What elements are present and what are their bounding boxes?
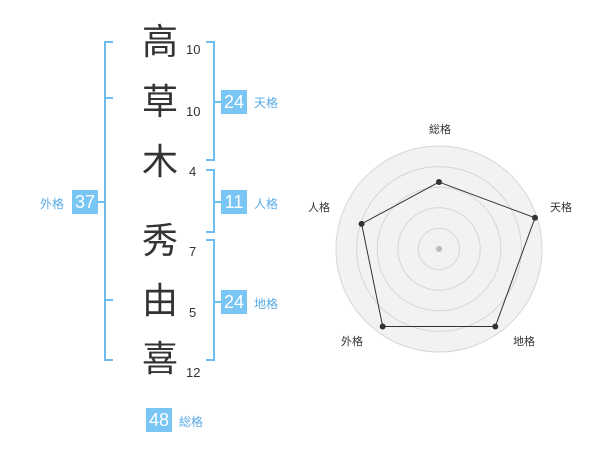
jinkaku-bracket: [206, 169, 221, 233]
chikaku-label: 地格: [254, 297, 279, 311]
gaikaku-value-box: 37: [72, 190, 98, 214]
stroke-count-3: 4: [189, 164, 197, 179]
radar-center-dot: [436, 246, 442, 252]
name-char-4: 秀: [141, 221, 178, 262]
name-char-2: 草: [141, 82, 178, 123]
stroke-count-6: 12: [186, 365, 201, 380]
radar-axis-label-tenkaku: 天格: [550, 201, 572, 214]
name-char-3: 木: [141, 142, 178, 183]
stroke-count-4: 7: [189, 244, 197, 259]
radar-chart: [335, 145, 543, 353]
bracket-lines: [98, 41, 221, 361]
radar-point-4: [379, 323, 386, 330]
tenkaku-value-box: 24: [221, 90, 247, 114]
tenkaku-label: 天格: [254, 96, 279, 110]
radar-ring-5: [335, 145, 543, 353]
chikaku-bracket: [206, 239, 221, 361]
stroke-count-2: 10: [186, 104, 201, 119]
jinkaku-value-box: 11: [221, 190, 247, 214]
soukaku-label: 総格: [179, 415, 204, 429]
radar-point-3: [492, 323, 499, 330]
radar-axis-label-gaikaku: 外格: [341, 335, 363, 348]
radar-axis-label-jinkaku: 人格: [308, 201, 330, 214]
radar-ring-1: [417, 227, 461, 271]
gaikaku-label: 外格: [40, 197, 65, 211]
tenkaku-bracket: [206, 41, 221, 161]
gaikaku-bracket: [98, 41, 113, 361]
jinkaku-label: 人格: [254, 197, 279, 211]
radar-axis-label-chikaku: 地格: [513, 335, 535, 348]
radar-ring-3: [376, 186, 502, 312]
name-char-1: 高: [141, 22, 178, 63]
radar-point-1: [436, 179, 442, 186]
name-char-5: 由: [141, 281, 178, 322]
radar-ring-2: [397, 207, 481, 291]
radar-polygon: [361, 181, 536, 327]
radar-point-5: [358, 220, 365, 227]
radar-axis-label-soukaku: 総格: [429, 123, 451, 136]
chikaku-value-box: 24: [221, 290, 247, 314]
stroke-count-1: 10: [186, 42, 201, 57]
stroke-count-5: 5: [189, 305, 197, 320]
soukaku-value-box: 48: [146, 408, 172, 432]
radar-ring-4: [356, 166, 522, 332]
radar-point-2: [531, 214, 538, 221]
name-char-6: 喜: [141, 339, 178, 380]
